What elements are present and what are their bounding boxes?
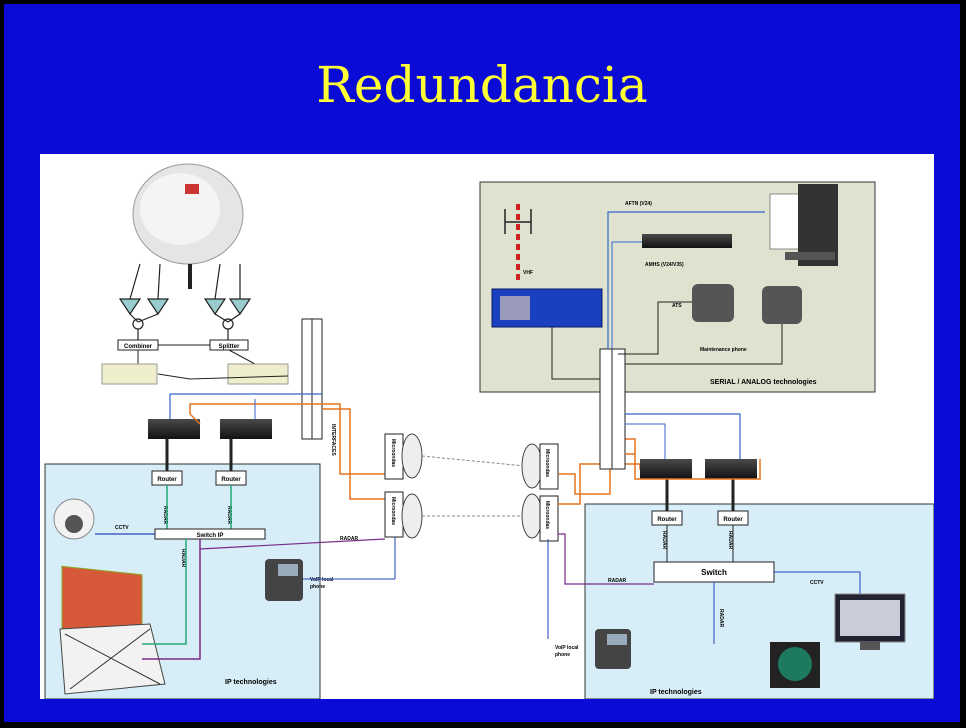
satellite-dish-icon bbox=[132, 163, 244, 289]
serial-zone-label: SERIAL / ANALOG technologies bbox=[710, 379, 817, 386]
link-purple-right bbox=[558, 533, 654, 585]
radar-label-right-2: RADAR bbox=[727, 531, 733, 549]
link-blue-right-2 bbox=[625, 423, 666, 459]
voip-phone-left-icon bbox=[265, 559, 303, 601]
microwave-dish-left-2 bbox=[384, 491, 423, 539]
router-left-2-label: Router bbox=[221, 477, 241, 483]
modem-left bbox=[101, 363, 158, 385]
combiner-label: Combiner bbox=[124, 344, 153, 350]
link-orange-right-3 bbox=[625, 453, 761, 480]
link-blue-right bbox=[625, 413, 741, 459]
microwave-dish-right-1 bbox=[521, 443, 559, 490]
cctv-camera-icon bbox=[53, 498, 95, 540]
ats-label: ATS bbox=[672, 303, 682, 309]
aftn-link bbox=[607, 211, 765, 349]
router-device-left-1 bbox=[148, 419, 200, 439]
ats-link bbox=[618, 301, 692, 355]
radar-link-green bbox=[142, 539, 187, 645]
router-device-right-1 bbox=[640, 459, 692, 479]
vhf-antenna-icon bbox=[504, 204, 532, 284]
switch-right-label: Switch bbox=[701, 568, 727, 577]
link-orange-mw-left bbox=[322, 403, 385, 475]
maintenance-link bbox=[625, 324, 783, 365]
radar-antenna-icon bbox=[59, 565, 166, 695]
radar-label-right: RADAR bbox=[608, 578, 626, 584]
maintenance-phone-label: Maintenance phone bbox=[700, 347, 747, 353]
link-blue-left bbox=[169, 393, 322, 419]
radar-label-right-3: RADAR bbox=[718, 609, 724, 627]
wireless-link-1 bbox=[421, 455, 526, 467]
cctv-label-right: CCTV bbox=[810, 580, 824, 586]
aftn-label: AFTN (V24) bbox=[625, 201, 652, 207]
microondas-label-left-2: Microondas bbox=[390, 497, 396, 525]
voip-label-left-1: VoIP local bbox=[310, 577, 334, 583]
slide-title: Redundancia bbox=[316, 56, 648, 114]
radar-label-left-2: RADAR bbox=[226, 506, 232, 524]
router-device-left-2 bbox=[220, 419, 272, 439]
router-right-2-label: Router bbox=[723, 517, 743, 523]
link-orange-right bbox=[558, 438, 636, 495]
microondas-label-left-1: Microondas bbox=[390, 439, 396, 467]
link-black-left bbox=[157, 373, 289, 380]
ats-phone-icon bbox=[692, 284, 734, 322]
radar-display-icon bbox=[770, 642, 820, 688]
slide: Redundancia bbox=[4, 4, 960, 722]
amhs-label: AMHS (V24/V35) bbox=[645, 262, 684, 268]
voip-phone-right-icon bbox=[595, 629, 631, 669]
voip-label-right-2: phone bbox=[555, 652, 570, 658]
radar-label-left-1: RADAR bbox=[162, 506, 168, 524]
amhs-link bbox=[611, 241, 642, 349]
router-right-1-label: Router bbox=[657, 517, 677, 523]
maintenance-phone-icon bbox=[762, 286, 802, 324]
radar-label-left-3: RADAR bbox=[180, 549, 186, 567]
router-device-right-2 bbox=[705, 459, 757, 479]
amhs-device-icon bbox=[642, 234, 732, 248]
vhf-link bbox=[551, 327, 600, 380]
microondas-label-right-1: Microondas bbox=[544, 449, 550, 477]
modem-right bbox=[227, 363, 289, 385]
switch-ip-label: Switch IP bbox=[197, 533, 224, 539]
router-left-1-label: Router bbox=[157, 477, 177, 483]
vhf-radio-rack-icon bbox=[491, 288, 603, 328]
computer-icon bbox=[769, 184, 838, 266]
voip-label-right-1: VoIP local bbox=[555, 645, 579, 651]
ip-zone-left-label: IP technologies bbox=[225, 679, 277, 686]
radar-label-center: RADAR bbox=[340, 536, 358, 542]
cctv-monitor-icon bbox=[834, 593, 906, 650]
microondas-label-right-2: Microondas bbox=[544, 501, 550, 529]
radar-link-purple bbox=[142, 539, 201, 660]
voip-label-left-2: phone bbox=[310, 584, 325, 590]
link-orange-mw-left-2 bbox=[322, 408, 385, 500]
microwave-dish-left-1 bbox=[384, 433, 423, 480]
radar-link-across-left bbox=[199, 538, 386, 550]
network-diagram: Combiner Splitter Router Router RADAR RA… bbox=[40, 154, 935, 700]
cctv-label-left: CCTV bbox=[115, 525, 129, 531]
ip-zone-right-label: IP technologies bbox=[650, 689, 702, 696]
cctv-link-right bbox=[774, 571, 861, 594]
vhf-label: VHF bbox=[523, 270, 533, 276]
antenna-splitter-tree bbox=[118, 263, 252, 340]
microwave-dish-right-2 bbox=[521, 493, 559, 542]
radar-label-right-1: RADAR bbox=[661, 531, 667, 549]
splitter-label: Splitter bbox=[219, 344, 240, 350]
interfaces-label-left: INTERFACES bbox=[330, 424, 336, 456]
link-orange-left bbox=[189, 403, 322, 425]
